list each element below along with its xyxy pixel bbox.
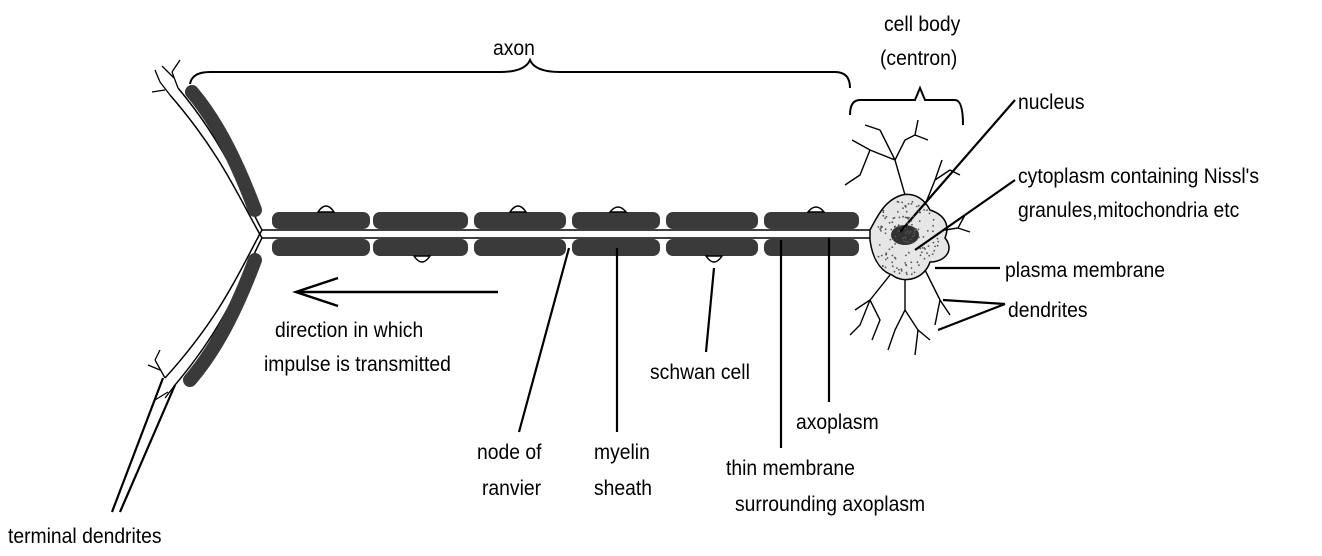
axon-label: axon bbox=[493, 36, 535, 61]
cytoplasm-label-2: granules,mitochondria etc bbox=[1018, 198, 1239, 223]
thin-membrane-label-2: surrounding axoplasm bbox=[735, 492, 925, 517]
node-of-ranvier-label-2: ranvier bbox=[482, 476, 541, 501]
myelin-sheath-label-1: myelin bbox=[594, 440, 650, 465]
myelin-segment-top bbox=[764, 212, 859, 229]
myelin-segment-top bbox=[572, 212, 660, 229]
myelin-sheath-label-2: sheath bbox=[594, 476, 652, 501]
upper-axon-branch bbox=[152, 60, 262, 238]
myelin-segment-bottom bbox=[666, 239, 758, 256]
cell-body-brace bbox=[850, 88, 963, 125]
myelin-segment-bottom bbox=[373, 239, 468, 256]
nucleus-label: nucleus bbox=[1018, 90, 1085, 115]
cytoplasm-label-1: cytoplasm containing Nissl's bbox=[1018, 164, 1259, 189]
terminal-dendrites-pointer-2 bbox=[120, 385, 175, 512]
cell-body-label-1: cell body bbox=[884, 12, 960, 37]
lower-axon-branch bbox=[148, 230, 262, 400]
axon-brace bbox=[190, 60, 850, 88]
myelin-sheath-segments bbox=[272, 212, 859, 256]
dendrites-pointer bbox=[943, 300, 1005, 304]
pointer-lines bbox=[112, 100, 1015, 512]
myelin-segment-top bbox=[474, 212, 566, 229]
node-pointer bbox=[519, 248, 569, 432]
myelin-segment-bottom bbox=[272, 239, 370, 256]
nucleus-pointer bbox=[900, 100, 1015, 232]
impulse-direction-arrow bbox=[296, 278, 498, 306]
schwan-cell-label: schwan cell bbox=[650, 360, 750, 385]
schwan-cell-pointer bbox=[706, 268, 714, 352]
myelin-segment-top bbox=[666, 212, 758, 229]
direction-label-2: impulse is transmitted bbox=[264, 352, 451, 377]
thin-membrane-label-1: thin membrane bbox=[726, 456, 855, 481]
myelin-segment-bottom bbox=[474, 239, 566, 256]
myelin-segment-top bbox=[272, 212, 370, 229]
plasma-membrane-label: plasma membrane bbox=[1005, 258, 1165, 283]
node-of-ranvier-label-1: node of bbox=[477, 440, 541, 465]
myelin-segment-top bbox=[373, 212, 468, 229]
axoplasm-label: axoplasm bbox=[796, 410, 879, 435]
dendrites-label: dendrites bbox=[1008, 298, 1087, 323]
direction-label-1: direction in which bbox=[275, 318, 423, 343]
myelin-segment-bottom bbox=[764, 239, 859, 256]
terminal-dendrites-pointer-1 bbox=[112, 378, 163, 512]
cell-body-label-2: (centron) bbox=[880, 46, 957, 71]
terminal-dendrites-label: terminal dendrites bbox=[8, 524, 162, 549]
